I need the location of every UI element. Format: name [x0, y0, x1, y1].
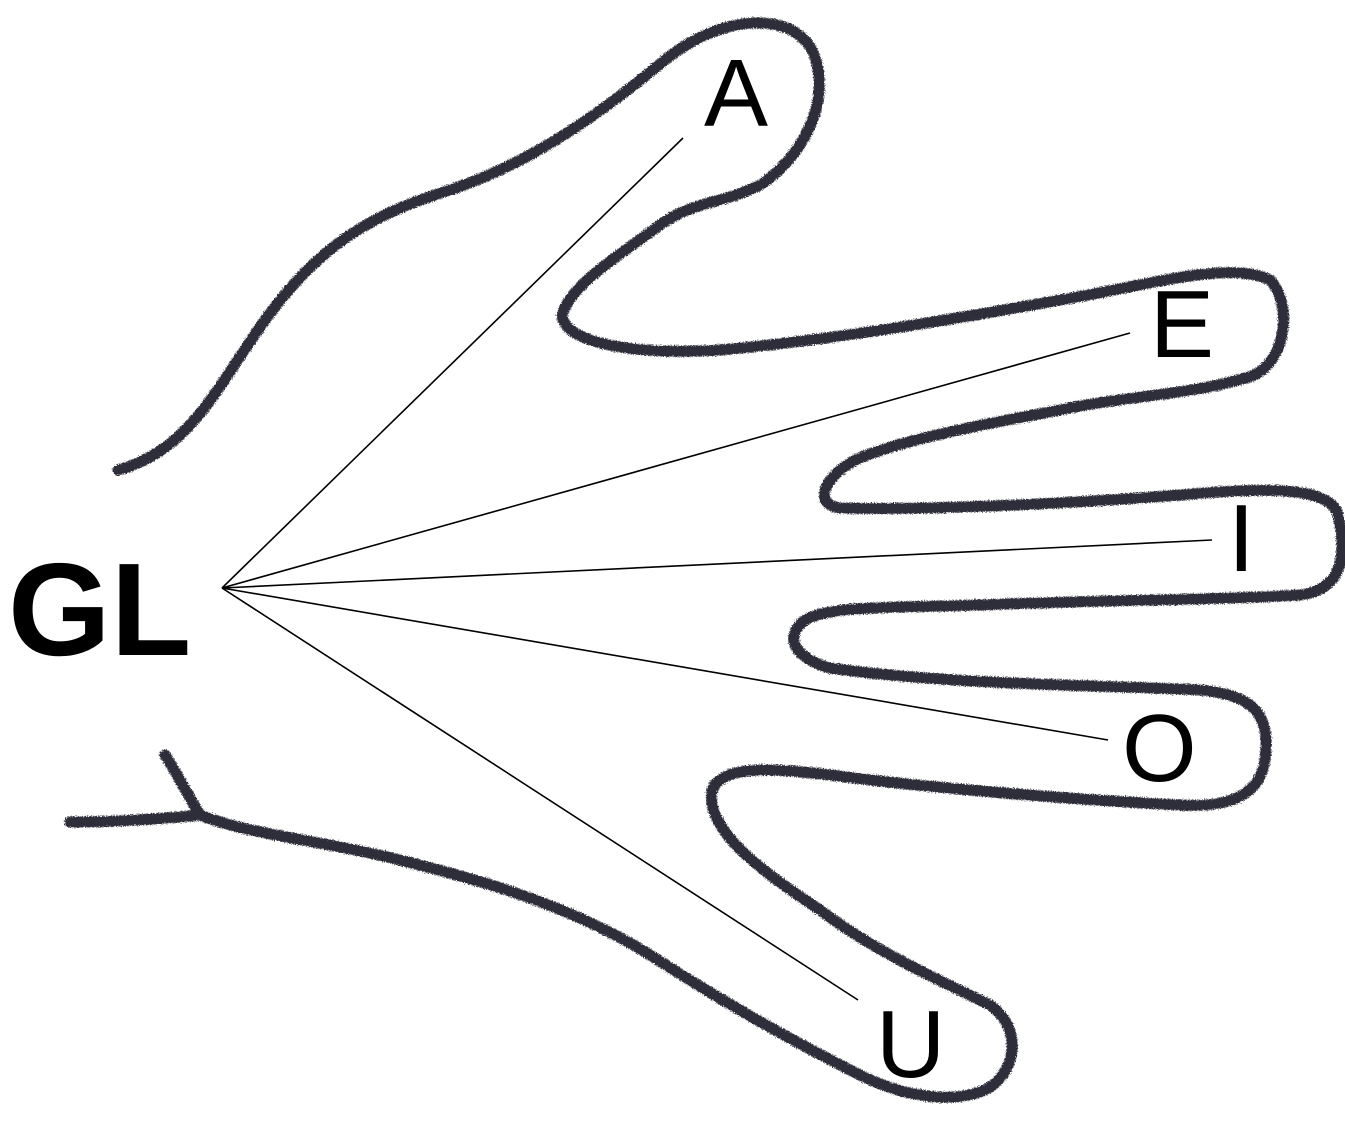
vowel-label-o: O [1122, 695, 1197, 802]
vowel-label-e: E [1150, 271, 1214, 378]
ray-gl-to-a [222, 138, 683, 588]
ray-gl-to-i [222, 540, 1212, 588]
rays [222, 138, 1212, 1000]
vowel-label-a: A [704, 40, 768, 147]
hand-outline-upper [118, 23, 1342, 1097]
ray-gl-to-e [222, 333, 1130, 588]
vowel-label-u: U [876, 991, 945, 1098]
source-label-gl: GL [8, 536, 191, 683]
vowel-label-i: I [1228, 485, 1255, 592]
hand-outline-wrist [70, 815, 200, 822]
hand-outline [70, 23, 1342, 1097]
ray-gl-to-u [222, 588, 858, 1000]
ray-gl-to-o [222, 588, 1108, 740]
